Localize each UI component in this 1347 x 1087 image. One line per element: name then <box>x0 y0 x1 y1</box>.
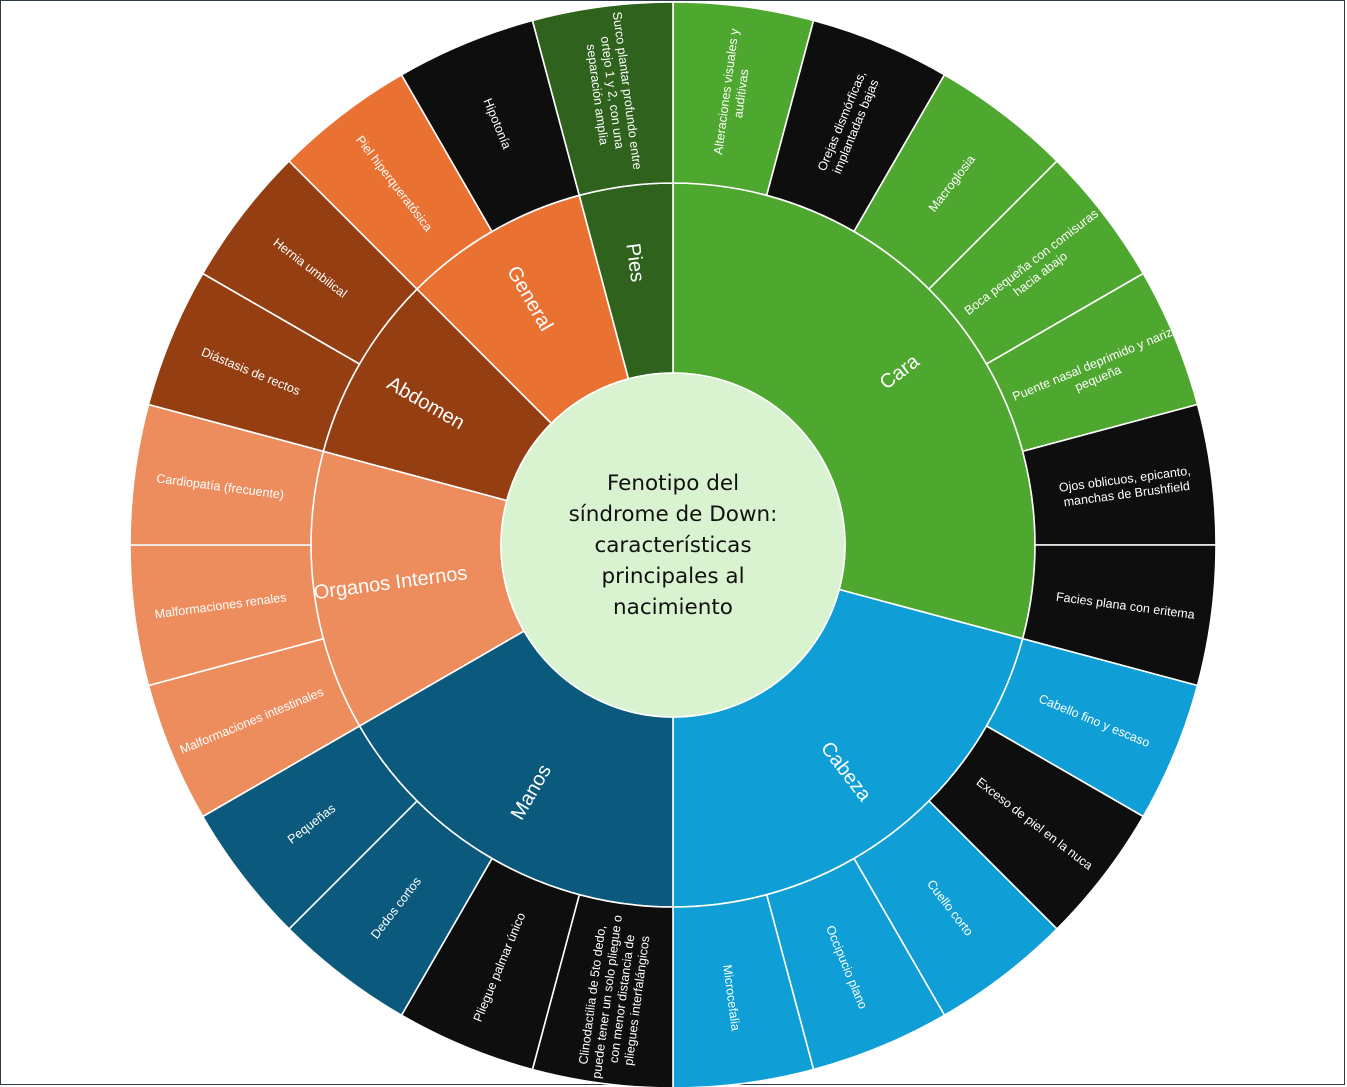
center-title-line: principales al <box>601 564 744 589</box>
center-title-line: Fenotipo del <box>607 471 739 496</box>
center-title: Fenotipo del síndrome de Down: característ… <box>569 471 778 620</box>
leaf-segment <box>672 893 815 1087</box>
center-title-line: características <box>594 533 751 558</box>
center-title-line: síndrome de Down: <box>569 502 778 527</box>
leaf-label-line: auditivas <box>731 68 751 119</box>
center-circle <box>500 372 846 718</box>
center-title-line: nacimiento <box>613 595 733 620</box>
category-label-pies: Pies <box>621 242 648 283</box>
segments <box>129 1 1217 1087</box>
leaf-segment <box>531 1 674 197</box>
